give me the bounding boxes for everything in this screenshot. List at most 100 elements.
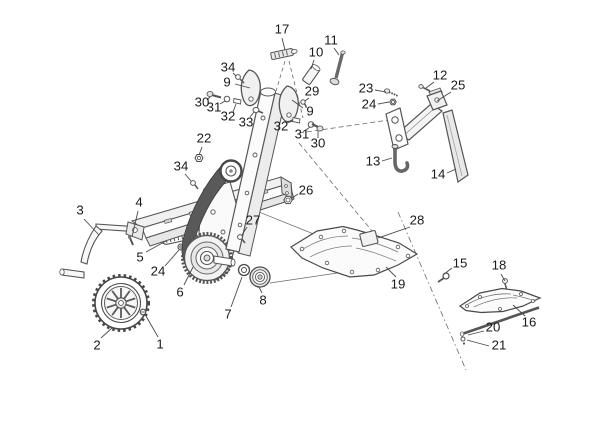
callout-number-33: 33 (239, 114, 254, 129)
callout-24: 24 (362, 96, 390, 111)
callout-1: 1 (145, 315, 164, 351)
callout-number-18: 18 (492, 257, 507, 272)
callout-number-34: 34 (221, 59, 236, 74)
callout-32: 32 (274, 118, 294, 133)
callout-30: 30 (311, 131, 326, 150)
callout-31: 31 (295, 126, 311, 141)
callout-number-32: 32 (221, 108, 236, 123)
part-wheel (92, 274, 150, 332)
callout-number-27: 27 (246, 212, 261, 227)
callout-19: 19 (385, 266, 406, 291)
callout-34: 34 (174, 158, 192, 182)
callout-14: 14 (431, 166, 457, 181)
callout-11: 11 (324, 32, 340, 56)
callout-17: 17 (275, 21, 290, 51)
part-nut-22 (194, 154, 204, 162)
part-screw-12 (418, 84, 431, 92)
wheel-spokes (106, 288, 136, 318)
callout-25: 25 (436, 77, 466, 102)
callout-number-22: 22 (197, 130, 212, 145)
part-handle-tubes (225, 87, 287, 257)
part-hitch-pin (127, 235, 134, 246)
callout-number-10: 10 (309, 44, 324, 59)
callout-number-23: 23 (359, 80, 374, 95)
part-nut-26 (283, 195, 293, 205)
callout-number-1: 1 (156, 336, 163, 351)
part-pivot-hardware-left (206, 90, 264, 114)
callout-9: 9 (291, 99, 314, 118)
callout-9: 9 (223, 74, 251, 89)
callout-18: 18 (492, 257, 507, 282)
callout-28: 28 (377, 212, 425, 239)
callout-number-28: 28 (410, 212, 425, 227)
callout-number-31: 31 (207, 99, 222, 114)
callout-2: 2 (93, 327, 113, 352)
callout-33: 33 (239, 111, 255, 129)
callout-7: 7 (224, 276, 243, 321)
callout-number-29: 29 (305, 83, 320, 98)
part-pivot-hardware-right (292, 99, 324, 132)
callout-4: 4 (131, 194, 143, 238)
part-rod-20 (459, 306, 540, 337)
callout-labels: 1234567899101112131415161718192021222324… (76, 21, 536, 352)
callout-15: 15 (442, 255, 468, 276)
part-grip-left (240, 69, 261, 107)
callout-34: 34 (221, 59, 237, 77)
part-grip-right (278, 85, 299, 123)
part-idler-pulley (219, 159, 256, 183)
callout-number-30: 30 (311, 135, 326, 150)
callout-23: 23 (359, 80, 387, 95)
part-shield-19 (290, 225, 419, 278)
part-plate-28 (359, 230, 379, 247)
callout-5: 5 (136, 240, 167, 264)
callout-number-25: 25 (451, 77, 466, 92)
part-bolt-13 (391, 144, 410, 173)
part-clamp-17 (270, 47, 298, 61)
callout-6: 6 (176, 266, 194, 299)
callout-8: 8 (258, 286, 267, 307)
part-pulley-8 (249, 266, 271, 288)
callout-number-15: 15 (453, 255, 468, 270)
callout-13: 13 (366, 153, 393, 168)
callout-32: 32 (221, 103, 237, 123)
part-bolt-11 (329, 50, 346, 86)
callout-number-26: 26 (299, 182, 314, 197)
callout-number-31: 31 (295, 126, 310, 141)
part-bracket-25 (385, 87, 448, 151)
callout-number-4: 4 (135, 194, 142, 209)
part-shield-16 (458, 287, 542, 314)
callout-number-14: 14 (431, 166, 446, 181)
callout-31: 31 (207, 99, 226, 114)
callout-number-24: 24 (151, 263, 166, 278)
callout-number-19: 19 (391, 276, 406, 291)
part-axle-bolt (139, 308, 147, 316)
callout-number-6: 6 (176, 284, 183, 299)
callout-21: 21 (466, 337, 506, 352)
callout-number-16: 16 (522, 314, 537, 329)
callout-number-9: 9 (223, 74, 230, 89)
callout-number-32: 32 (274, 118, 289, 133)
callout-number-3: 3 (76, 202, 83, 217)
part-screw-34-upper (235, 74, 245, 84)
callout-24: 24 (151, 249, 180, 278)
part-screw-23 (383, 88, 399, 97)
part-pin-10 (302, 64, 321, 85)
callout-27: 27 (241, 212, 261, 236)
part-screw-27 (237, 234, 246, 244)
callout-16: 16 (512, 304, 537, 329)
callout-number-34: 34 (174, 158, 189, 173)
part-washer-7 (237, 263, 251, 277)
callout-number-24: 24 (362, 96, 377, 111)
callout-number-17: 17 (275, 21, 290, 36)
callout-number-8: 8 (259, 292, 266, 307)
callout-22: 22 (197, 130, 212, 156)
part-nut-24 (389, 98, 397, 106)
callout-29: 29 (305, 83, 320, 102)
callout-number-13: 13 (366, 153, 381, 168)
callout-number-20: 20 (486, 319, 501, 334)
callout-number-5: 5 (136, 249, 143, 264)
callout-10: 10 (309, 44, 324, 70)
part-blade-14 (442, 109, 469, 184)
callout-number-7: 7 (224, 306, 231, 321)
